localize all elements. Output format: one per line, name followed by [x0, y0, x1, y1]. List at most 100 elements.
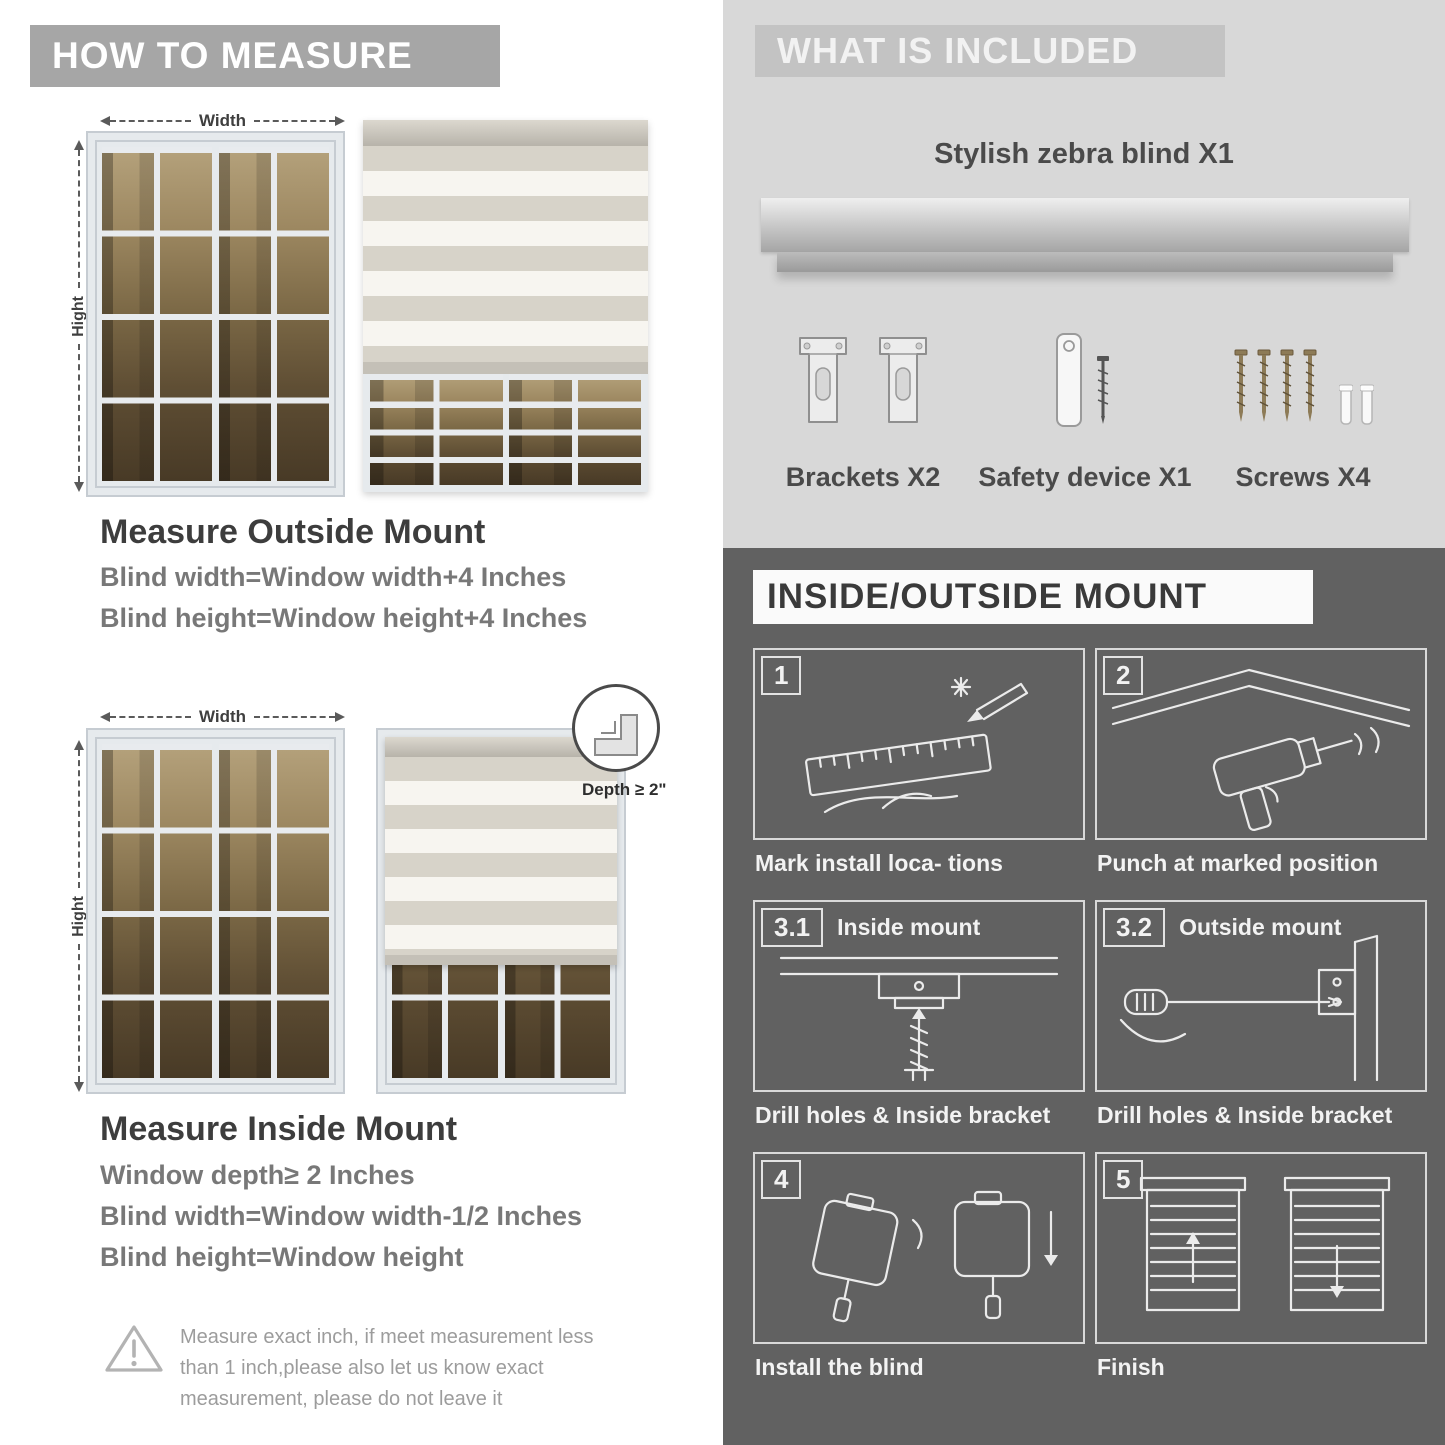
bracket-icon — [799, 337, 847, 423]
install-blind-illustration — [812, 1190, 1058, 1323]
panel-header: 3.1 Inside mount — [761, 908, 980, 947]
step-panel-5: 5 — [1095, 1152, 1427, 1344]
window-with-inside-blind — [378, 730, 624, 1092]
bracket-icon — [879, 337, 927, 423]
step-number-badge: 5 — [1103, 1160, 1144, 1199]
step-panel-2: 2 — [1095, 648, 1427, 840]
mount-instructions-section: INSIDE/OUTSIDE MOUNT 1 Mark install loc — [723, 548, 1445, 1445]
step-panel-3-1: 3.1 Inside mount — [753, 900, 1085, 1092]
screw-icon — [1234, 349, 1247, 422]
window-illustration — [88, 730, 343, 1092]
inside-mount-heading: Measure Inside Mount — [100, 1110, 458, 1148]
drill-illustration — [1111, 668, 1411, 832]
window-sash — [102, 147, 212, 481]
dashed-line — [254, 120, 335, 122]
how-to-measure-banner: HOW TO MEASURE — [30, 25, 500, 87]
depth-callout-label: Depth ≥ 2" — [582, 780, 667, 799]
window-sash — [508, 374, 641, 485]
inside-mount-figure: Width Hight — [60, 684, 690, 1105]
measure-warning-text: Measure exact inch, if meet measurement … — [180, 1326, 594, 1410]
dashed-line — [78, 344, 80, 482]
mount-banner: INSIDE/OUTSIDE MOUNT — [753, 570, 1313, 624]
window-corner-icon — [594, 714, 638, 756]
width-label: Width — [198, 111, 247, 130]
height-arrow: Hight — [70, 740, 88, 1092]
brackets-label: Brackets X2 — [785, 462, 941, 492]
arrowhead-down-icon — [74, 1082, 84, 1092]
step-panel-1: 1 — [753, 648, 1085, 840]
step-caption: Install the blind — [755, 1354, 924, 1380]
dashed-line — [110, 716, 191, 718]
step-caption: Finish — [1097, 1354, 1165, 1380]
blind-cassette — [363, 120, 648, 146]
window-sash — [370, 374, 503, 485]
what-is-included-section: WHAT IS INCLUDED Stylish zebra blind X1 … — [723, 0, 1445, 548]
blind-cassette — [385, 737, 617, 757]
step-caption: Drill holes & Inside bracket — [755, 1102, 1051, 1128]
arrowhead-left-icon — [100, 712, 110, 722]
safety-device-label: Safety device X1 — [978, 462, 1192, 492]
screws-label: Screws X4 — [1235, 462, 1371, 492]
brackets-group — [763, 332, 963, 430]
arrowhead-up-icon — [74, 740, 84, 750]
blind-stripes — [385, 757, 617, 955]
step-number-badge: 1 — [761, 656, 802, 695]
width-arrow: Width — [100, 707, 345, 726]
dashed-line — [78, 150, 80, 288]
height-label: Hight — [70, 295, 87, 337]
outside-mount-heading: Measure Outside Mount — [100, 513, 486, 551]
zebra-blind-illustration — [363, 120, 648, 492]
outside-mount-figure: Width Hight — [60, 105, 660, 505]
step-caption: Mark install loca- tions — [755, 850, 1003, 876]
window-sash — [102, 744, 212, 1078]
step-panel-4: 4 — [753, 1152, 1085, 1344]
window-behind-blind — [363, 374, 648, 492]
finish-illustration — [1139, 1176, 1391, 1312]
inside-mount-line: Window depth≥ 2 Inches — [100, 1160, 415, 1190]
safety-device-icon — [1056, 333, 1109, 427]
height-arrow: Hight — [70, 140, 88, 492]
step-number-badge: 2 — [1103, 656, 1144, 695]
outside-mount-line: Blind width=Window width+4 Inches — [100, 562, 567, 592]
warning-triangle-icon — [105, 1325, 163, 1372]
step-number-badge: 3.2 — [1103, 908, 1166, 947]
screw-icon — [1280, 349, 1293, 422]
blind-stripes — [363, 146, 648, 362]
arrowhead-down-icon — [74, 482, 84, 492]
step-caption: Punch at marked position — [1097, 850, 1379, 876]
depth-callout-circle — [572, 684, 660, 772]
dashed-line — [254, 716, 335, 718]
window-sash — [219, 147, 329, 481]
outside-mount-line: Blind height=Window height+4 Inches — [100, 603, 588, 633]
inside-mount-line: Blind height=Window height — [100, 1242, 464, 1272]
dashed-line — [78, 944, 80, 1082]
screws-group — [1193, 348, 1413, 426]
dashed-line — [78, 750, 80, 888]
inside-mount-line: Blind width=Window width-1/2 Inches — [100, 1201, 583, 1231]
screw-icon — [1303, 349, 1316, 422]
wall-anchor-icon — [1359, 384, 1374, 425]
step-number-badge: 3.1 — [761, 908, 824, 947]
step-number-badge: 4 — [761, 1160, 802, 1199]
height-label: Hight — [70, 895, 87, 937]
arrowhead-left-icon — [100, 116, 110, 126]
inside-bracket-illustration — [779, 956, 1059, 1082]
panel-header: 3.2 Outside mount — [1103, 908, 1341, 947]
dashed-line — [110, 120, 191, 122]
inside-blind-overlay — [385, 737, 617, 965]
product-title: Stylish zebra blind X1 — [934, 138, 1234, 170]
blind-bottom-rail — [385, 955, 617, 965]
safety-device-group — [985, 330, 1185, 430]
window-sash — [219, 744, 329, 1078]
headrail-valance — [777, 252, 1393, 272]
arrowhead-right-icon — [335, 116, 345, 126]
step-title: Inside mount — [837, 913, 981, 940]
headrail-illustration — [761, 198, 1409, 252]
width-arrow: Width — [100, 111, 345, 130]
screw-icon — [1257, 349, 1270, 422]
arrowhead-right-icon — [335, 712, 345, 722]
mark-location-illustration — [805, 676, 1029, 814]
width-label: Width — [198, 707, 247, 726]
wall-anchor-icon — [1338, 384, 1353, 425]
